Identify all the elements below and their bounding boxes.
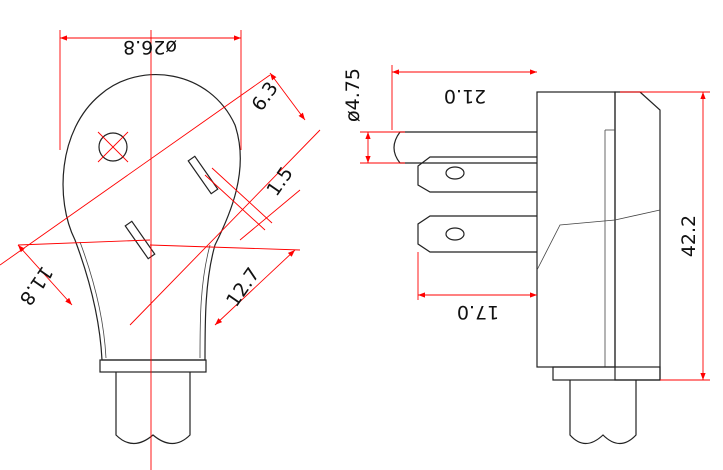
ground-pin-hole	[98, 132, 128, 162]
front-view: ø26.8 6.3 1.5 12.7 11.8	[0, 30, 321, 470]
cable	[115, 372, 191, 445]
body-back	[536, 91, 616, 368]
body-front	[614, 91, 661, 381]
blade-top	[417, 156, 537, 193]
strain-relief-side	[552, 366, 661, 381]
blade-bottom	[417, 215, 537, 253]
dim-blade-spacing: 12.7	[222, 264, 264, 311]
ground-pin	[393, 131, 537, 164]
side-view: 21.0 17.0 ø4.75 42.2	[342, 65, 710, 445]
strain-relief	[99, 359, 207, 373]
dim-blade-thickness: 1.5	[262, 163, 297, 200]
blade-right	[187, 155, 219, 195]
dim-ground-pin-diameter: ø4.75	[342, 68, 364, 122]
dim-ground-offset: 11.8	[15, 262, 57, 309]
blade-left	[124, 220, 156, 260]
dim-diameter-face: ø26.8	[123, 36, 177, 58]
dim-blade-length: 17.0	[457, 301, 499, 323]
plug-face-outline	[62, 74, 241, 361]
dim-body-height: 42.2	[678, 215, 700, 257]
dim-ground-pin-length: 21.0	[444, 85, 486, 107]
cable-side	[569, 380, 637, 445]
